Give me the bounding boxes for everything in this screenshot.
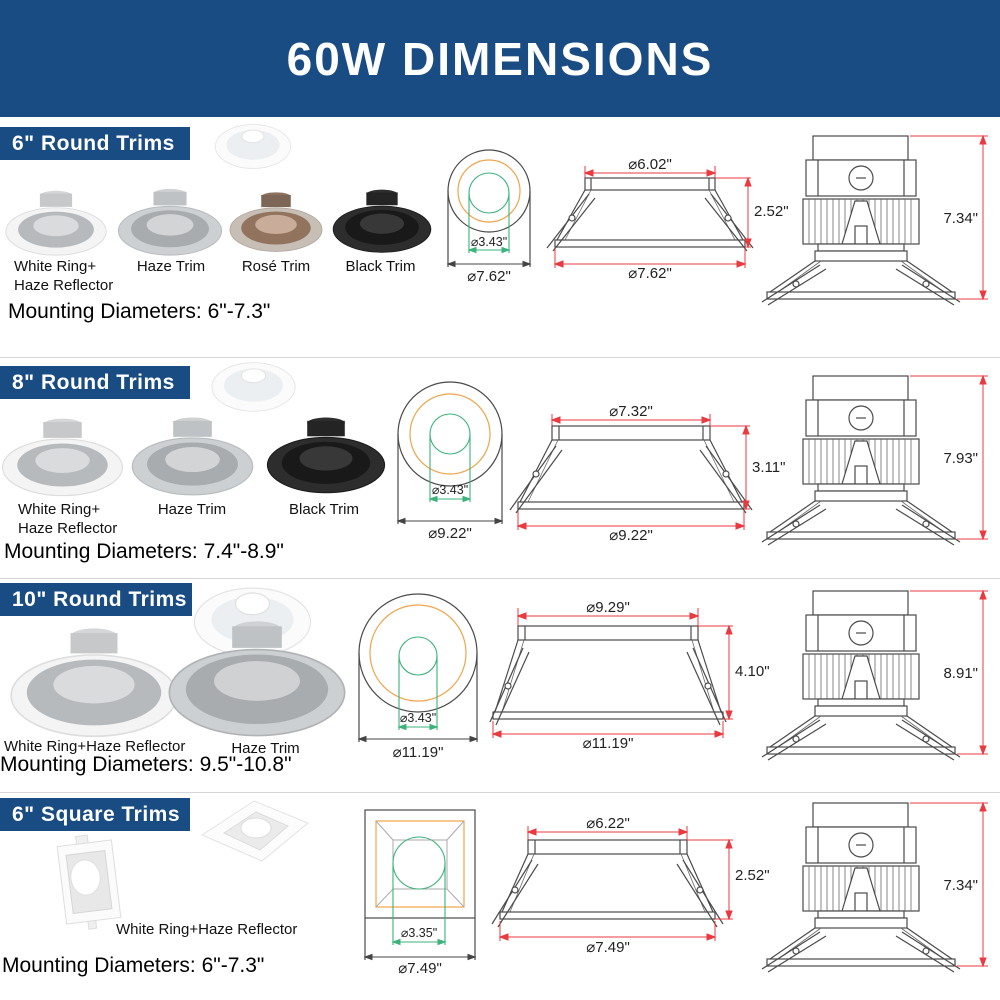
white-trim-top-photo <box>215 124 291 169</box>
trim-height-label: 4.10" <box>735 663 770 680</box>
section-title-banner: 6" Square Trims <box>0 798 190 831</box>
top-diameter-label: ⌀9.29" <box>586 599 630 616</box>
total-height-label: 7.34" <box>943 877 978 894</box>
outer-diameter-label: ⌀7.62" <box>467 268 511 285</box>
trim-height-label: 3.11" <box>752 459 785 476</box>
trim-height-label: 2.52" <box>735 867 770 884</box>
mounting-diameters-text: Mounting Diameters: 9.5"-10.8" <box>0 753 292 776</box>
product-label: Haze Trim <box>157 501 227 518</box>
product-photo-haze <box>168 621 346 737</box>
bottom-diameter-label: ⌀7.49" <box>586 939 630 956</box>
bottom-diameter-label: ⌀11.19" <box>583 735 634 752</box>
product-label: White Ring+ Haze Reflector <box>18 501 118 537</box>
bottom-diameter-label: ⌀7.62" <box>628 265 672 282</box>
outer-diameter-label: ⌀11.19" <box>393 744 444 761</box>
section-title-banner: 10" Round Trims <box>0 583 192 616</box>
bottom-diameter-label: ⌀9.22" <box>609 527 653 544</box>
top-diameter-label: ⌀7.32" <box>609 403 653 420</box>
side-view-drawing: ⌀9.29" ⌀11.19" 4.10" <box>489 599 770 752</box>
mounting-diameters-text: Mounting Diameters: 6"-7.3" <box>2 954 265 977</box>
top-diameter-label: ⌀6.22" <box>586 815 630 832</box>
fixture-drawing: 8.91" <box>760 581 998 766</box>
inner-diameter-label: ⌀3.43" <box>400 711 436 725</box>
inner-diameter-label: ⌀3.35" <box>401 926 437 940</box>
side-view-drawing: ⌀6.02" ⌀7.62" 2.52" <box>546 156 789 282</box>
total-height-label: 7.34" <box>943 210 978 227</box>
fixture-drawing: 7.93" <box>760 366 998 551</box>
product-label: Haze Trim <box>231 740 300 757</box>
product-photo-white-haze <box>10 628 178 738</box>
product-photo-white-haze <box>1 418 124 497</box>
product-label: Rosé Trim <box>241 258 311 275</box>
top-view-drawing: ⌀3.43" ⌀9.22" <box>396 381 504 542</box>
mounting-diameters-text: Mounting Diameters: 7.4"-8.9" <box>4 540 284 563</box>
section-title-banner: 6" Round Trims <box>0 127 190 160</box>
top-diameter-label: ⌀6.02" <box>628 156 672 173</box>
square-trim-top-photo <box>200 800 309 862</box>
page-title: 60W DIMENSIONS <box>286 32 714 85</box>
section-title-banner: 8" Round Trims <box>0 366 190 399</box>
fixture-drawing: 7.34" <box>760 793 998 978</box>
product-label: White Ring+Haze Reflector <box>4 738 186 755</box>
product-label: White Ring+Haze Reflector <box>116 921 298 938</box>
product-label: Black Trim <box>345 258 416 275</box>
fixture-drawing: 7.34" <box>760 126 998 311</box>
product-photo-black <box>266 417 386 494</box>
outer-diameter-label: ⌀9.22" <box>428 525 472 542</box>
product-label: Haze Trim <box>136 258 206 275</box>
square-trim-angled-photo <box>56 834 122 930</box>
product-photo-white-haze <box>5 190 107 256</box>
product-photo-rose <box>229 192 323 252</box>
top-view-drawing: ⌀3.43" ⌀11.19" <box>357 593 479 761</box>
top-view-drawing: ⌀3.43" ⌀7.62" <box>446 149 532 285</box>
mounting-diameters-text: Mounting Diameters: 6"-7.3" <box>8 300 271 323</box>
trim-height-label: 2.52" <box>754 203 789 220</box>
top-view-drawing: ⌀3.35" ⌀7.49" <box>363 809 477 977</box>
product-label: Black Trim <box>288 501 359 518</box>
product-photo-black <box>332 189 432 253</box>
section-divider <box>0 792 1000 793</box>
inner-diameter-label: ⌀3.43" <box>471 235 507 249</box>
side-view-drawing: ⌀6.22" ⌀7.49" 2.52" <box>491 815 770 956</box>
outer-diameter-label: ⌀7.49" <box>398 960 442 977</box>
product-label: White Ring+ Haze Reflector <box>14 258 114 294</box>
inner-diameter-label: ⌀3.43" <box>432 483 468 497</box>
page-header: 60W DIMENSIONS <box>0 0 1000 117</box>
section-divider <box>0 357 1000 358</box>
product-photo-haze <box>131 417 254 496</box>
side-view-drawing: ⌀7.32" ⌀9.22" 3.11" <box>509 403 785 544</box>
product-photo-haze <box>117 188 223 256</box>
total-height-label: 7.93" <box>943 450 978 467</box>
white-trim-top-photo <box>211 362 296 412</box>
total-height-label: 8.91" <box>943 665 978 682</box>
section-divider <box>0 578 1000 579</box>
